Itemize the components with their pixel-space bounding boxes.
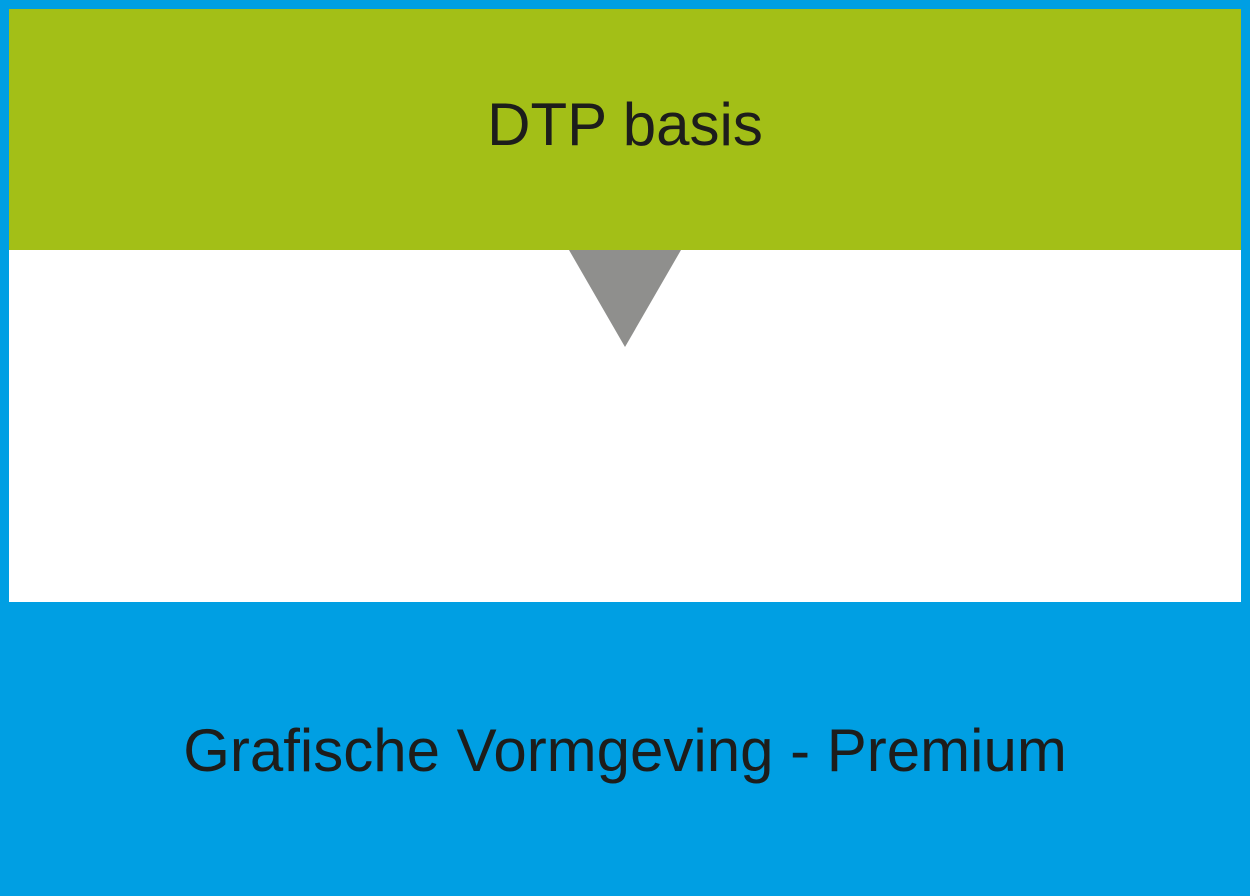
triangle-down-icon (569, 250, 681, 347)
top-box-label: DTP basis (487, 90, 763, 158)
bottom-box: Grafische Vormgeving - Premium (0, 602, 1250, 896)
bottom-box-label: Grafische Vormgeving - Premium (183, 717, 1067, 784)
connector-panel (9, 250, 1241, 602)
top-box: DTP basis (9, 9, 1241, 250)
